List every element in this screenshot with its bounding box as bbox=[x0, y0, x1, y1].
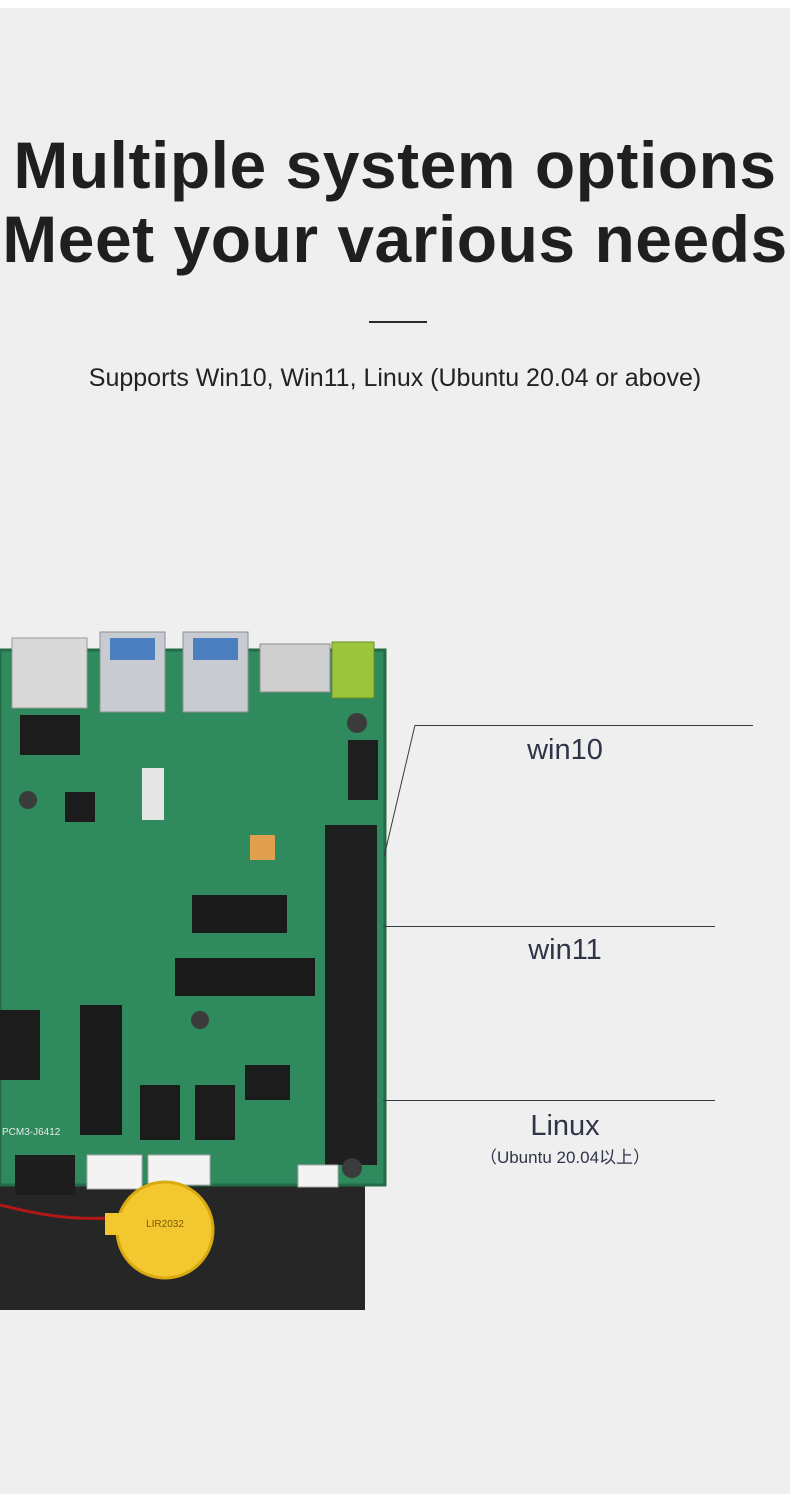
cpu-chip bbox=[0, 1010, 40, 1080]
battery-text: LIR2032 bbox=[146, 1219, 184, 1230]
os-label-linux: Linux bbox=[530, 1110, 600, 1142]
callout-line-win10 bbox=[415, 725, 753, 726]
title-line-2: Meet your various needs bbox=[2, 202, 788, 276]
page-title: Multiple system options Meet your variou… bbox=[0, 128, 790, 276]
audio-jack bbox=[331, 641, 375, 699]
m2-slot-2 bbox=[175, 958, 315, 996]
title-line-1: Multiple system options bbox=[13, 128, 777, 202]
os-label-win10: win10 bbox=[527, 734, 603, 766]
os-label-win11: win11 bbox=[528, 934, 602, 966]
callout-line-win11 bbox=[383, 926, 715, 927]
motherboard-image: LIR2032 PCM3-J6412 bbox=[0, 631, 387, 1310]
callout-diagonal bbox=[383, 725, 416, 858]
board-model-text: PCM3-J6412 bbox=[2, 1127, 61, 1138]
cmos-battery bbox=[115, 1180, 215, 1280]
m2-slot-1 bbox=[192, 895, 287, 933]
hdmi-port bbox=[259, 643, 331, 693]
gpio-header bbox=[325, 825, 377, 1165]
title-divider bbox=[369, 321, 427, 323]
top-band bbox=[0, 0, 790, 8]
ethernet-port bbox=[11, 637, 88, 709]
sata-port bbox=[15, 1155, 75, 1195]
subtitle: Supports Win10, Win11, Linux (Ubuntu 20.… bbox=[88, 364, 702, 392]
callout-line-linux bbox=[383, 1100, 715, 1101]
os-label-linux-note: （Ubuntu 20.04以上） bbox=[479, 1148, 651, 1167]
mpcie-slot bbox=[80, 1005, 122, 1135]
